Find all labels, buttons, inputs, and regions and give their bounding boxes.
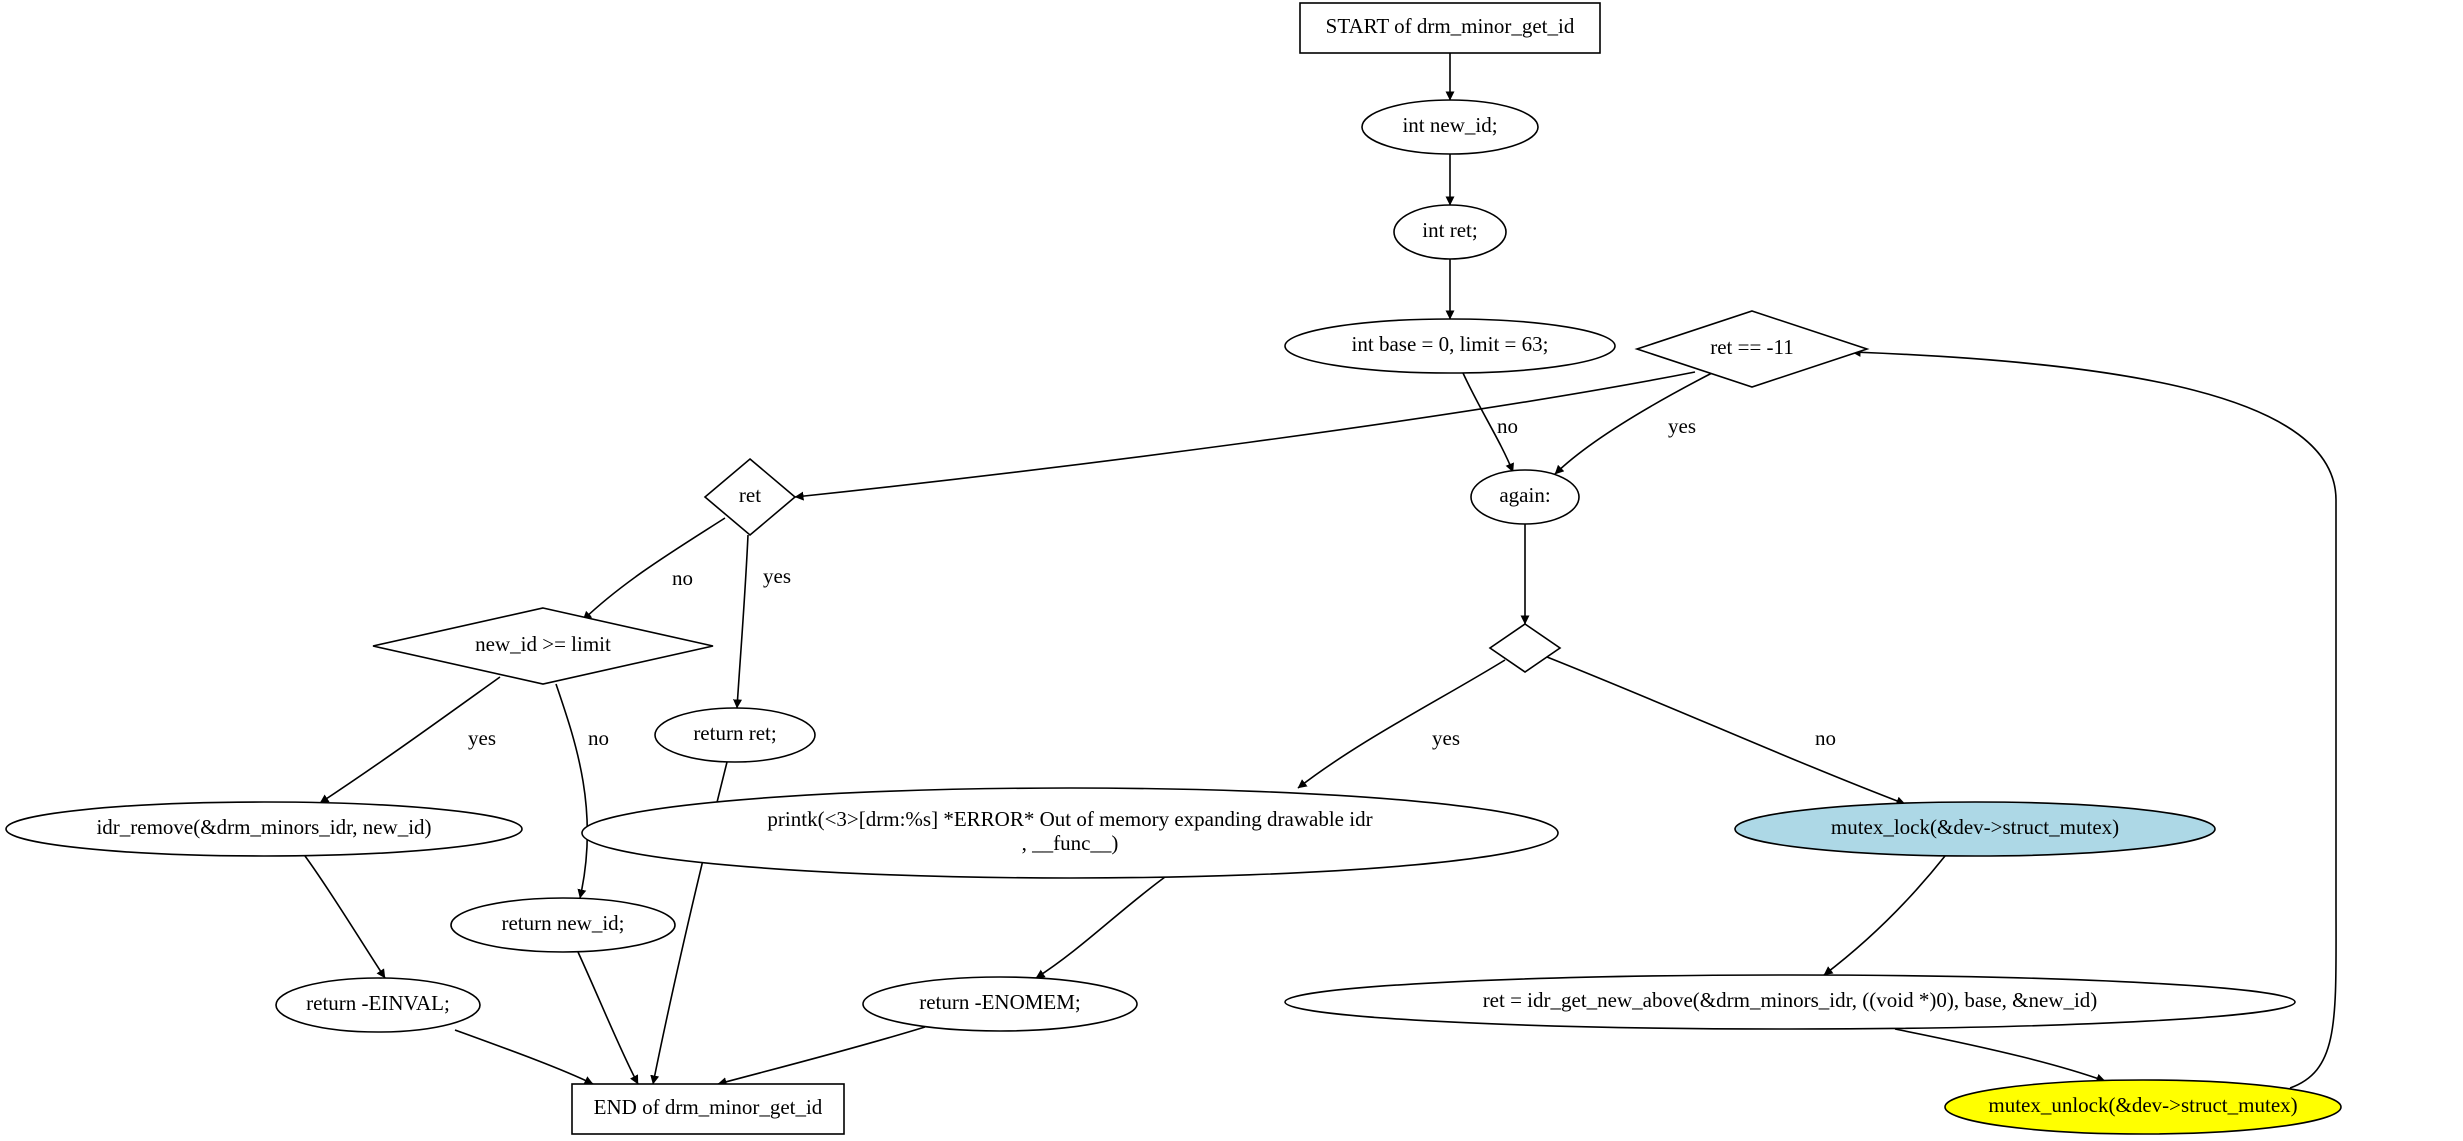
diamond-shape <box>372 607 714 685</box>
ellipse-shape <box>450 897 676 953</box>
node-label: return new_id; <box>501 911 624 935</box>
node-label: return -ENOMEM; <box>919 990 1081 1014</box>
node-cond-limit: new_id >= limit <box>372 607 714 685</box>
node-label: new_id >= limit <box>475 632 611 656</box>
edge-cond-empty-to-mutex-lock <box>1546 656 1906 806</box>
node-label: ret == -11 <box>1710 335 1794 359</box>
edge-label-yes: yes <box>1668 414 1696 438</box>
edge-cond-empty-to-printk <box>1297 659 1506 789</box>
node-ret-einval: return -EINVAL; <box>275 977 481 1033</box>
node-mutex-unlock: mutex_unlock(&dev->struct_mutex) <box>1944 1079 2342 1135</box>
node-label: int ret; <box>1422 218 1477 242</box>
edge-cond-eagain-to-again <box>1554 372 1713 475</box>
edge-mutex-lock-to-idr-get <box>1823 855 1946 976</box>
edge-idr-get-to-mutex-unlock <box>1894 1028 2106 1083</box>
edge-label-yes: yes <box>763 564 791 588</box>
ellipse-shape <box>581 787 1559 879</box>
ellipse-shape <box>1393 204 1507 260</box>
edge-label-no: no <box>1815 726 1836 750</box>
node-label: idr_remove(&drm_minors_idr, new_id) <box>96 815 431 839</box>
node-label: END of drm_minor_get_id <box>594 1095 823 1119</box>
node-label: mutex_unlock(&dev->struct_mutex) <box>1988 1093 2297 1117</box>
ellipse-shape <box>1284 318 1616 374</box>
node-ret-new-id: return new_id; <box>450 897 676 953</box>
diamond-shape <box>1488 623 1562 673</box>
node-label: ret <box>739 483 761 507</box>
node-decl-ret: int ret; <box>1393 204 1507 260</box>
node-ret-ret: return ret; <box>654 707 816 763</box>
node-label: int base = 0, limit = 63; <box>1352 332 1549 356</box>
ellipse-shape <box>1734 801 2216 857</box>
node-start: START of drm_minor_get_id <box>1299 2 1601 54</box>
edge-cond-ret-to-ret-ret <box>733 534 749 709</box>
edge-label-yes: yes <box>468 726 496 750</box>
edge-label-no: no <box>1497 414 1518 438</box>
edge-decl-base-to-again <box>1462 372 1514 473</box>
node-cond-empty <box>1488 623 1562 673</box>
edge-idr-remove-to-ret-einval <box>304 855 386 979</box>
edge-cond-limit-to-idr-remove <box>319 676 501 804</box>
box-shape <box>1299 2 1601 54</box>
node-label: mutex_lock(&dev->struct_mutex) <box>1831 815 2119 839</box>
node-idr-get: ret = idr_get_new_above(&drm_minors_idr,… <box>1284 974 2296 1030</box>
node-label: , __func__) <box>1022 831 1119 855</box>
node-end: END of drm_minor_get_id <box>571 1083 845 1135</box>
edges-layer: no yes no yes yes no yes no <box>304 53 2337 1089</box>
edge-label-yes: yes <box>1432 726 1460 750</box>
edge-label-no: no <box>588 726 609 750</box>
node-cond-ret: ret <box>703 457 797 537</box>
edge-cond-ret-to-cond-limit <box>582 517 726 621</box>
node-ret-enomem: return -ENOMEM; <box>862 976 1138 1032</box>
node-label: return -EINVAL; <box>306 991 450 1015</box>
box-shape <box>571 1083 845 1135</box>
edge-mutex-unlock-to-cond-eagain <box>1851 347 2337 1089</box>
node-label: ret = idr_get_new_above(&drm_minors_idr,… <box>1483 988 2098 1012</box>
node-mutex-lock: mutex_lock(&dev->struct_mutex) <box>1734 801 2216 857</box>
node-label: again: <box>1499 483 1550 507</box>
node-idr-remove: idr_remove(&drm_minors_idr, new_id) <box>5 801 523 857</box>
node-cond-eagain: ret == -11 <box>1634 310 1870 388</box>
node-decl-new-id: int new_id; <box>1361 99 1539 155</box>
node-label: return ret; <box>693 721 776 745</box>
node-label: START of drm_minor_get_id <box>1326 14 1575 38</box>
diamond-shape <box>1634 310 1870 388</box>
ellipse-shape <box>1944 1079 2342 1135</box>
node-again: again: <box>1470 469 1580 525</box>
ellipse-shape <box>862 976 1138 1032</box>
edge-ret-new-id-to-end <box>577 951 639 1085</box>
edge-ret-einval-to-end <box>454 1029 594 1085</box>
diamond-shape <box>703 457 797 537</box>
edge-cond-eagain-to-cond-ret <box>794 371 1696 501</box>
node-decl-base: int base = 0, limit = 63; <box>1284 318 1616 374</box>
ellipse-shape <box>5 801 523 857</box>
ellipse-shape <box>1470 469 1580 525</box>
ellipse-shape <box>1284 974 2296 1030</box>
node-printk: printk(<3>[drm:%s] *ERROR* Out of memory… <box>581 787 1559 879</box>
node-label: int new_id; <box>1402 113 1497 137</box>
edge-printk-to-ret-enomem <box>1035 876 1166 979</box>
edge-cond-limit-to-ret-new-id <box>555 683 589 899</box>
ellipse-shape <box>275 977 481 1033</box>
ellipse-shape <box>654 707 816 763</box>
node-label: printk(<3>[drm:%s] *ERROR* Out of memory… <box>767 807 1372 831</box>
edge-label-no: no <box>672 566 693 590</box>
edge-ret-enomem-to-end <box>717 1026 926 1087</box>
ellipse-shape <box>1361 99 1539 155</box>
